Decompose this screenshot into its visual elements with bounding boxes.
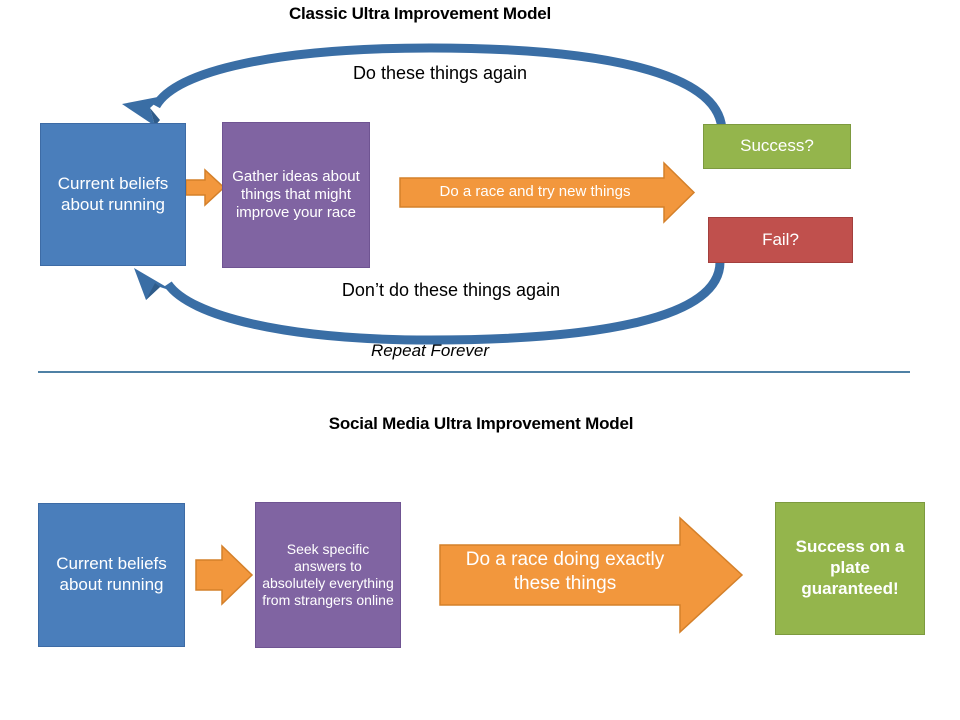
social-model-title: Social Media Ultra Improvement Model (328, 414, 634, 433)
repeat-forever-label: Repeat Forever (370, 341, 490, 360)
section-divider (38, 371, 910, 373)
classic-model-title: Classic Ultra Improvement Model (288, 4, 552, 23)
orange-small-arrow-social (195, 544, 254, 606)
classic-success-box[interactable]: Success? (703, 124, 851, 169)
social-success-box[interactable]: Success on a plate guaranteed! (775, 502, 925, 635)
social-current-beliefs-box[interactable]: Current beliefs about running (38, 503, 185, 647)
classic-gather-ideas-box[interactable]: Gather ideas about things that might imp… (222, 122, 370, 268)
bottom-curve-label: Don’t do these things again (341, 280, 561, 300)
social-seek-answers-box[interactable]: Seek specific answers to absolutely ever… (255, 502, 401, 648)
orange-small-arrow-classic (185, 168, 226, 207)
classic-fail-box[interactable]: Fail? (708, 217, 853, 263)
orange-race-arrow-classic (399, 161, 696, 224)
top-curve-label: Do these things again (352, 63, 528, 83)
top-feedback-curve (122, 43, 727, 133)
orange-race-arrow-social (439, 516, 744, 634)
bottom-feedback-curve (134, 261, 725, 345)
classic-current-beliefs-box[interactable]: Current beliefs about running (40, 123, 186, 266)
